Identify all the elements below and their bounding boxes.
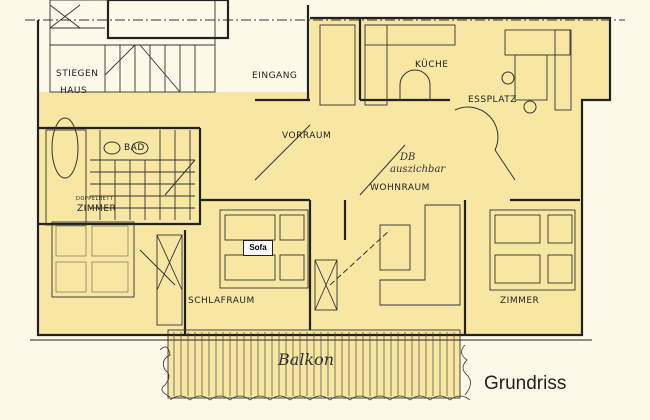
label-eingang: EINGANG: [252, 71, 297, 81]
inner-walls: [38, 18, 580, 335]
label-kueche: KÜCHE: [415, 59, 449, 70]
balcony: [159, 329, 471, 401]
label-balkon: Balkon: [277, 350, 334, 369]
label-doppelbett-line1: DOPPELBETT: [76, 196, 114, 202]
label-schlafraum: SCHLAFRAUM: [188, 296, 255, 306]
bathroom-fixtures: [45, 117, 195, 226]
label-stiegenhaus-line1: STIEGEN: [56, 69, 98, 79]
label-stiegenhaus-line2: HAUS: [60, 86, 87, 96]
label-vorraum: VORRAUM: [282, 131, 331, 141]
caption: Grundriss: [484, 373, 567, 394]
label-bad: BAD: [124, 143, 145, 153]
label-zimmer: ZIMMER: [500, 296, 539, 306]
annotation-auszichbar: auszichbar: [390, 164, 446, 175]
sofa-tag: Sofa: [243, 240, 273, 256]
annotation-db: DB: [399, 152, 415, 163]
living-sofa: [379, 204, 461, 306]
kitchen-fixtures: [319, 24, 572, 114]
label-wohnraum: WOHNRAUM: [370, 183, 430, 193]
staircase: [36, 0, 310, 100]
label-doppelbett-line2: ZIMMER: [77, 204, 116, 214]
label-essplatz: ESSPLATZ: [468, 95, 517, 105]
outer-walls: [30, 16, 612, 341]
